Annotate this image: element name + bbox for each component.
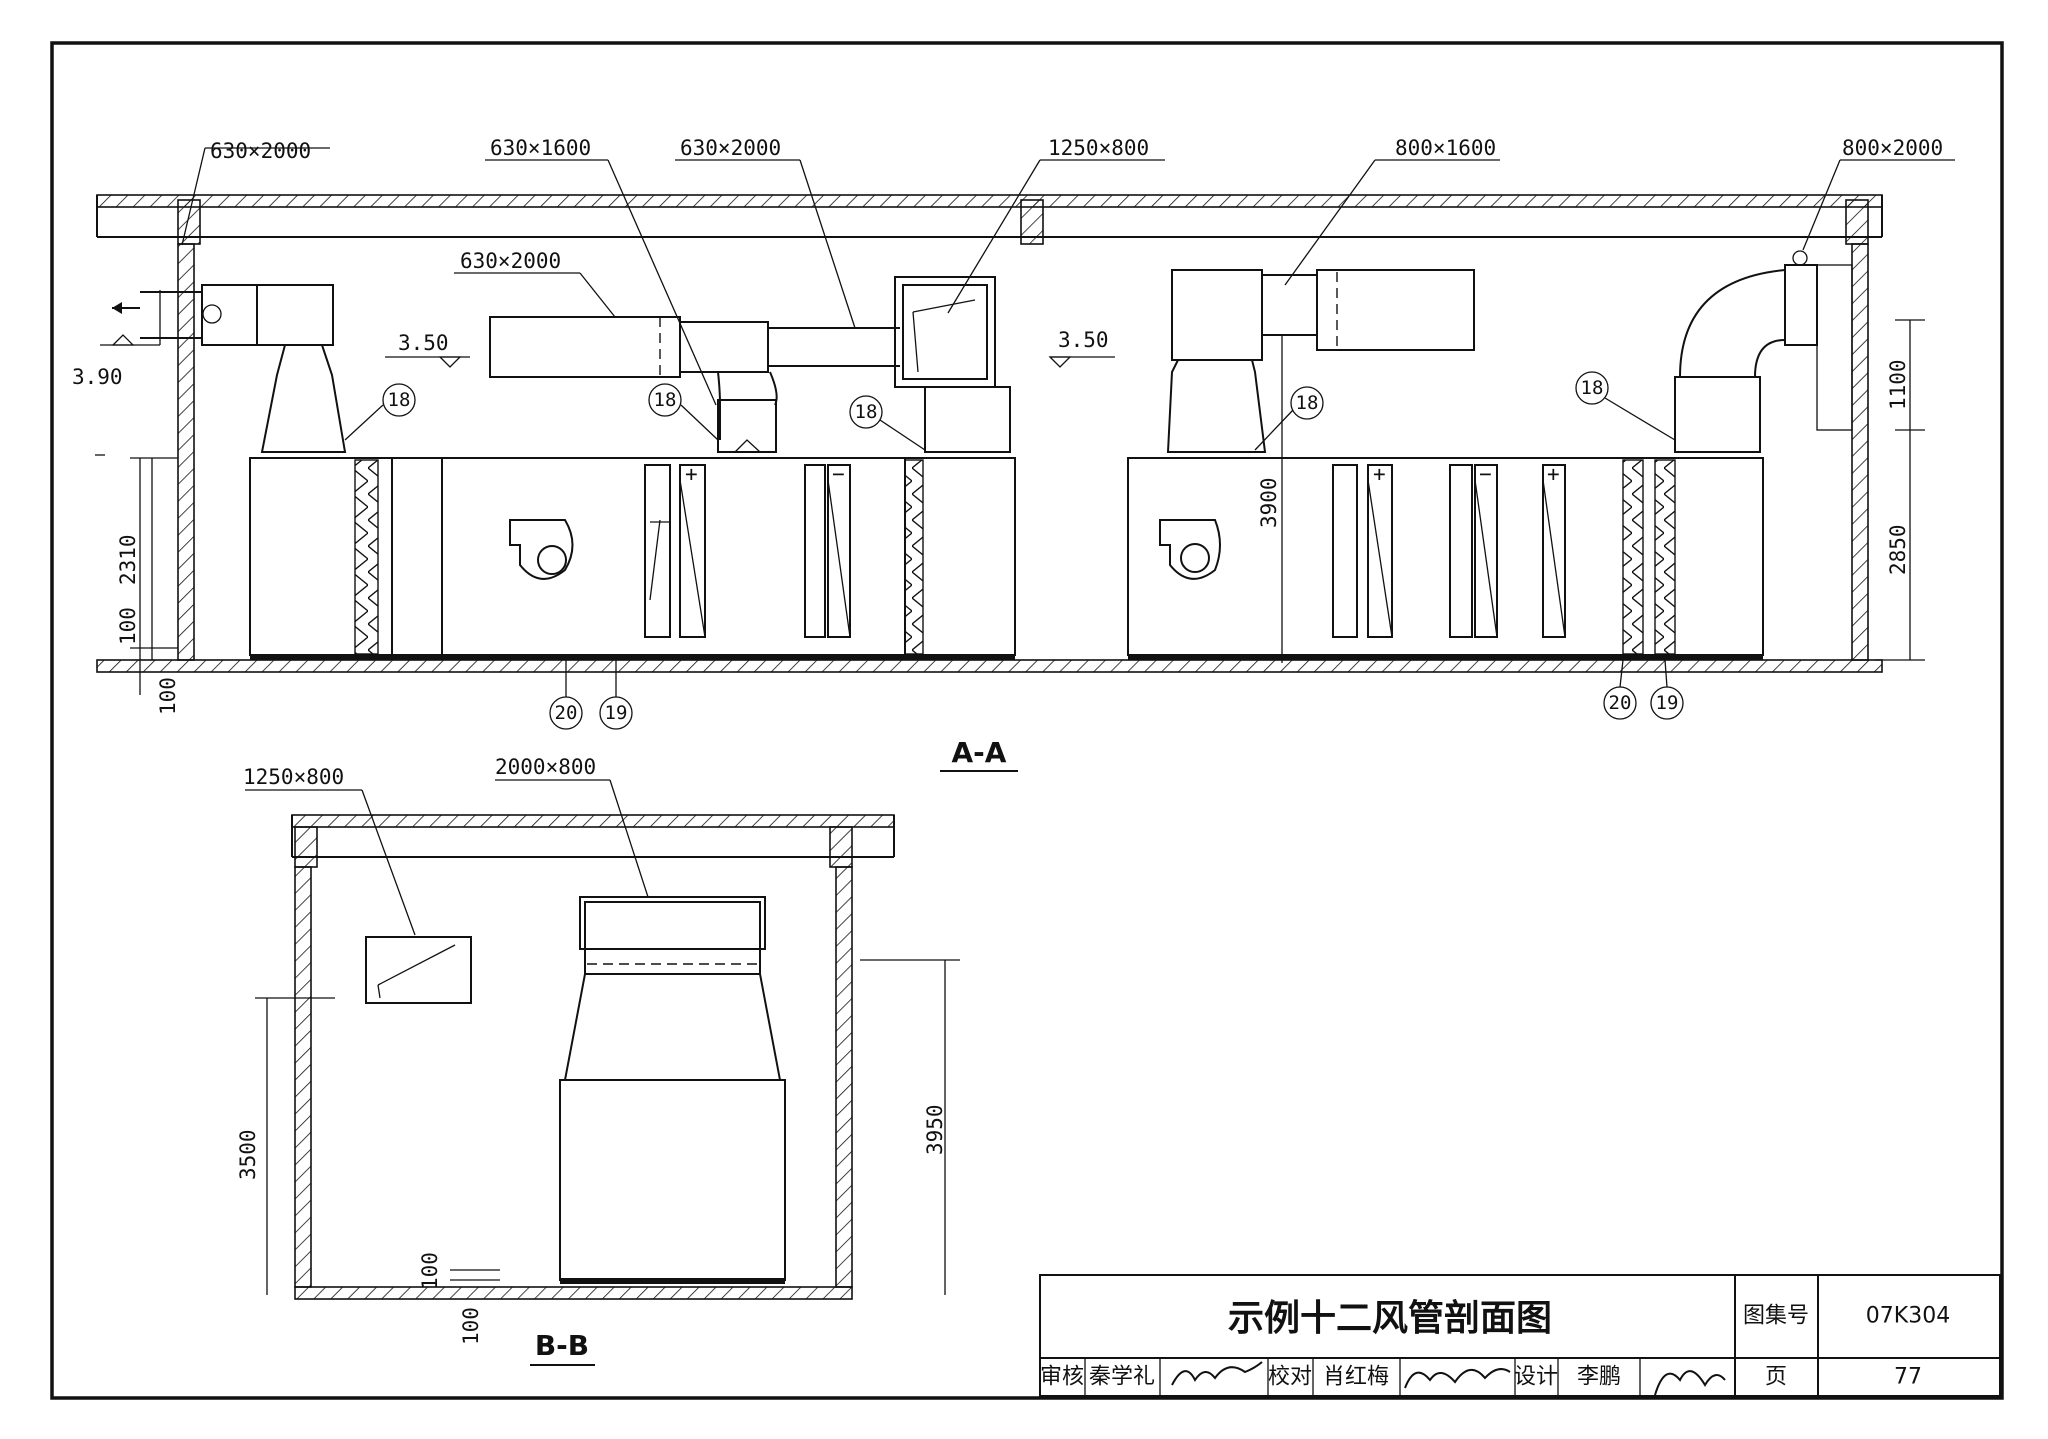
dim-bb-100a: 100	[418, 1252, 442, 1290]
svg-text:+: +	[685, 462, 698, 486]
view-label-bb: B-B	[535, 1329, 589, 1362]
callout-20a: 20	[555, 702, 578, 724]
label-aa-d4: 630×2000	[460, 249, 561, 273]
dim-2850: 2850	[1886, 524, 1910, 575]
signature-mark-3	[1654, 1370, 1726, 1396]
svg-text:−: −	[1479, 462, 1492, 486]
callout-19a: 19	[605, 702, 628, 724]
label-aa-d6: 800×1600	[1395, 136, 1496, 160]
dim-3900: 3900	[1257, 477, 1281, 528]
label-aa-d1: 630×2000	[210, 139, 311, 163]
section-aa: + −	[95, 147, 1955, 772]
dim-3950: 3950	[923, 1104, 947, 1155]
design-label: 设计	[1514, 1365, 1558, 1390]
signature-mark-1	[1171, 1361, 1263, 1386]
elev-left: 3.90	[72, 365, 123, 389]
callout-19b: 19	[1656, 692, 1679, 714]
dim-1100: 1100	[1886, 359, 1910, 410]
callout-18c: 18	[855, 401, 878, 423]
atlas-label: 图集号	[1743, 1304, 1809, 1329]
section-bb	[245, 779, 960, 1366]
atlas-number: 07K304	[1866, 1304, 1950, 1329]
drawing-border	[50, 41, 2004, 1400]
drawing-title: 示例十二风管剖面图	[1228, 1298, 1552, 1339]
dim-100b: 100	[156, 677, 180, 715]
wall-left	[177, 243, 195, 661]
page-label: 页	[1765, 1365, 1787, 1390]
review-label: 审核	[1040, 1365, 1084, 1390]
callout-18a: 18	[388, 389, 411, 411]
check-label: 校对	[1268, 1365, 1312, 1390]
designer-name: 李鹏	[1577, 1365, 1621, 1390]
label-bb-d2: 2000×800	[495, 755, 596, 779]
dim-100a: 100	[116, 607, 140, 645]
callout-18b: 18	[654, 389, 677, 411]
page-number: 77	[1894, 1365, 1922, 1390]
elev-mid1: 3.50	[398, 331, 449, 355]
reviewer-name: 秦学礼	[1089, 1365, 1155, 1390]
label-bb-d1: 1250×800	[243, 765, 344, 789]
label-aa-d3: 630×2000	[680, 136, 781, 160]
callout-18e: 18	[1581, 377, 1604, 399]
elev-mid2: 3.50	[1058, 328, 1109, 352]
ahu-right: + − +	[1127, 457, 1764, 660]
column-mid	[1020, 199, 1044, 245]
title-block	[1039, 1274, 2001, 1397]
label-aa-d5: 1250×800	[1048, 136, 1149, 160]
checker-name: 肖红梅	[1323, 1365, 1389, 1390]
dim-2310: 2310	[116, 534, 140, 585]
callout-18d: 18	[1296, 392, 1319, 414]
svg-text:+: +	[1373, 462, 1386, 486]
wall-right	[1851, 243, 1869, 661]
label-aa-d7: 800×2000	[1842, 136, 1943, 160]
callout-20b: 20	[1609, 692, 1632, 714]
ahu-left: + −	[249, 457, 1016, 660]
label-aa-d2: 630×1600	[490, 136, 591, 160]
view-label-aa: A-A	[952, 736, 1007, 769]
svg-text:−: −	[832, 462, 845, 486]
dim-bb-100b: 100	[459, 1307, 483, 1345]
svg-text:+: +	[1547, 462, 1560, 486]
dim-3500: 3500	[236, 1129, 260, 1180]
signature-mark-2	[1404, 1368, 1511, 1389]
